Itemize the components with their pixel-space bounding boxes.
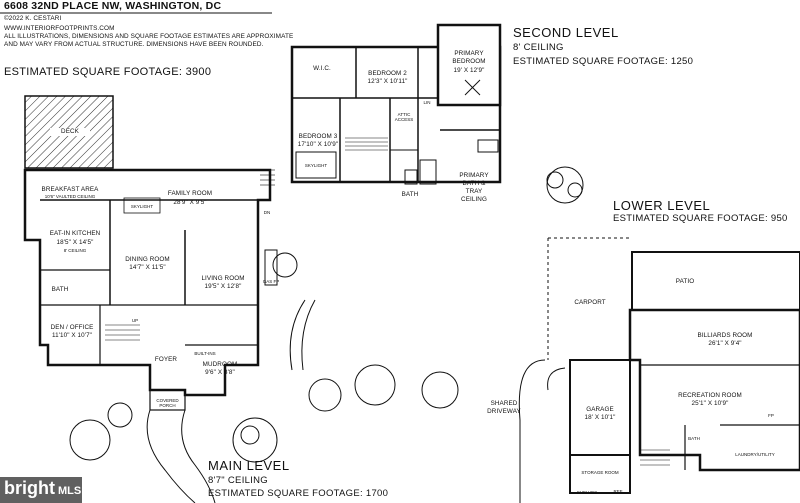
second-level-title: SECOND LEVEL (513, 25, 619, 40)
bright-mls-watermark: bright MLS (4, 478, 81, 499)
fireplace-label: FP (768, 413, 774, 418)
bedroom2-label: BEDROOM 2 (368, 70, 407, 77)
linen-label: LIN (423, 100, 431, 105)
second-level-sqft: ESTIMATED SQUARE FOOTAGE: 1250 (513, 56, 694, 67)
total-sqft: ESTIMATED SQUARE FOOTAGE: 3900 (4, 66, 212, 78)
second-level-ceiling: 8' CEILING (513, 42, 564, 53)
wic-label: W.I.C. (313, 65, 331, 72)
stair-dn-label: DN (263, 210, 271, 215)
covered-porch-label: COVERED PORCH (156, 398, 179, 408)
built-ins-label: BUILT-INS (194, 351, 216, 356)
garage-label: GARAGE (586, 406, 614, 413)
lower-level-plan (518, 237, 800, 503)
kitchen-ceiling: 8' CEILING (63, 248, 87, 253)
foyer-label: FOYER (154, 356, 178, 363)
shelves-label: SHELVES (576, 490, 598, 495)
kitchen-dim: 18'5" X 14'5" (56, 239, 94, 246)
skylight-label-1: SKYLIGHT (130, 204, 154, 209)
breakfast-label: BREAKFAST AREA (41, 186, 99, 193)
living-room-dim: 19'5" X 12'8" (204, 283, 242, 290)
copyright-text: ©2022 K. CESTARI (4, 15, 62, 22)
refrigerator-label: REF (613, 489, 623, 494)
attic-access-label: ATTIC ACCESS (394, 112, 414, 122)
disclaimer-line-2: AND MAY VARY FROM ACTUAL STRUCTURE. DIME… (4, 41, 264, 48)
den-label: DEN / OFFICE (50, 324, 94, 331)
gas-fp-label: GAS FP (262, 279, 280, 284)
main-level-plan (23, 95, 316, 503)
primary-bath-label: PRIMARY BATH & TRAY CEILING (459, 172, 489, 203)
property-address: 6608 32ND PLACE NW, WASHINGTON, DC (4, 0, 222, 12)
living-room-label: LIVING ROOM (201, 275, 245, 282)
second-level-plan (290, 23, 502, 185)
breakfast-dim: 10'6" VAULTED CEILING (44, 194, 96, 199)
dining-room-label: DINING ROOM (125, 256, 170, 263)
recreation-dim: 25'1" X 10'9" (691, 400, 729, 407)
billiards-dim: 26'1" X 9'4" (708, 340, 742, 347)
skylight-label-2: SKYLIGHT (304, 163, 328, 168)
watermark-brand: bright (4, 478, 55, 498)
mudroom-label: MUDROOM (202, 361, 238, 368)
disclaimer-line-1: ALL ILLUSTRATIONS, DIMENSIONS AND SQUARE… (4, 33, 294, 40)
lower-level-title: LOWER LEVEL (613, 198, 711, 213)
bedroom2-dim: 12'3" X 10'11" (367, 78, 408, 85)
recreation-label: RECREATION ROOM (678, 392, 742, 399)
billiards-label: BILLIARDS ROOM (697, 332, 753, 339)
bedroom3-dim: 17'10" X 10'9" (297, 141, 339, 148)
garage-dim: 18' X 10'1" (584, 414, 616, 421)
family-room-dim: 28'9" X 9'5" (173, 199, 207, 206)
mudroom-dim: 9'6" X 8'8" (205, 369, 235, 376)
bath-label-2: BATH (401, 191, 419, 198)
watermark-suffix: MLS (58, 485, 82, 497)
main-level-sqft: ESTIMATED SQUARE FOOTAGE: 1700 (208, 488, 389, 499)
den-dim: 11'10" X 10'7" (51, 332, 93, 339)
primary-bedroom-label: PRIMARY BEDROOM (452, 50, 486, 65)
main-level-ceiling: 8'7" CEILING (208, 475, 269, 486)
website-link[interactable]: WWW.INTERIORFOOTPRINTS.COM (4, 25, 115, 32)
laundry-label: LAUNDRY/UTILITY (735, 452, 775, 457)
shared-driveway-label: SHARED DRIVEWAY (487, 400, 521, 415)
carport-label: CARPORT (574, 299, 606, 306)
bath-label-lower: BATH (688, 436, 700, 441)
kitchen-label: EAT-IN KITCHEN (49, 230, 101, 237)
patio-label: PATIO (675, 278, 695, 285)
storage-label: STORAGE ROOM (581, 470, 619, 475)
stair-up-label: UP (131, 318, 139, 323)
deck-label: DECK (50, 128, 90, 136)
main-level-title: MAIN LEVEL (208, 458, 290, 473)
lower-level-sqft: ESTIMATED SQUARE FOOTAGE: 950 (613, 213, 788, 224)
family-room-label: FAMILY ROOM (167, 190, 213, 197)
bath-label-main: BATH (51, 286, 69, 293)
bedroom3-label: BEDROOM 3 (298, 133, 338, 140)
dining-room-dim: 14'7" X 11'5" (129, 264, 166, 271)
primary-bedroom-dim: 19' X 12'9" (453, 67, 485, 74)
landscaping (69, 166, 584, 463)
